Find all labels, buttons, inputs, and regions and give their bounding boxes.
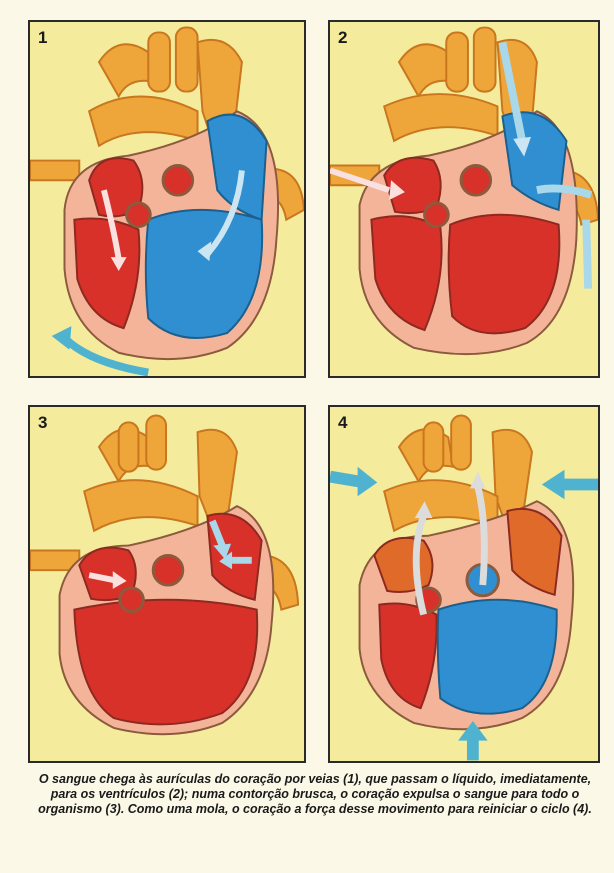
caption: O sangue chega às aurículas do coração p… — [30, 772, 600, 817]
panel-1: 1 — [28, 20, 306, 378]
heart-illustration-3 — [30, 407, 304, 761]
heart-illustration-1 — [30, 22, 304, 376]
panel-number: 4 — [338, 413, 347, 433]
panel-number: 3 — [38, 413, 47, 433]
heart-illustration-2 — [330, 22, 598, 376]
panel-2: 2 — [328, 20, 600, 378]
panel-3: 3 — [28, 405, 306, 763]
heart-illustration-4 — [330, 407, 598, 761]
panel-number: 1 — [38, 28, 47, 48]
panel-4: 4 — [328, 405, 600, 763]
panel-number: 2 — [338, 28, 347, 48]
